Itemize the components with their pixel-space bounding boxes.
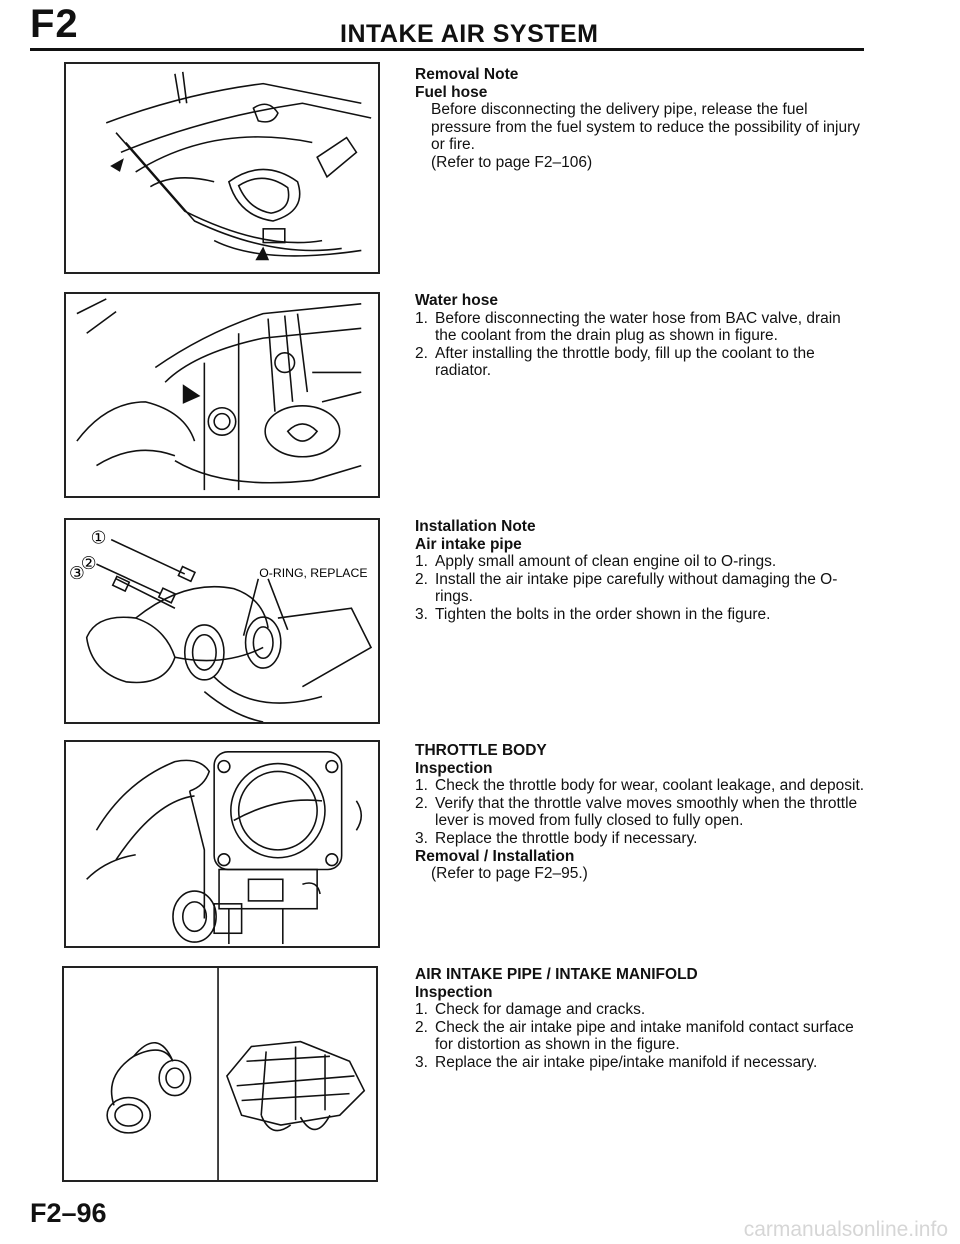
throttle-body-illustration — [86, 751, 363, 945]
item-number: 3. — [415, 605, 428, 623]
air-intake-pipe-illustration: ① ② ③ O-RING, REPLACE — [69, 529, 373, 722]
manifold-inspection-heading: Inspection — [415, 983, 493, 1001]
item-number: 2. — [415, 570, 428, 588]
intake-manifold-block: AIR INTAKE PIPE / INTAKE MANIFOLD Inspec… — [415, 966, 865, 1072]
water-hose-block: Water hose 1. Before disconnecting the wa… — [415, 292, 865, 380]
arrow-icon — [110, 158, 124, 172]
bolt-order-3: ③ — [69, 564, 85, 584]
fuel-hose-illustration — [105, 71, 372, 261]
throttle-body-heading: THROTTLE BODY — [415, 742, 547, 759]
bolt-order-1: ① — [91, 529, 107, 549]
arrow-icon — [182, 384, 201, 404]
page-title: INTAKE AIR SYSTEM — [340, 20, 599, 48]
item-number: 1. — [415, 309, 428, 327]
item-number: 1. — [415, 1001, 428, 1019]
list-item: 3. Tighten the bolts in the order shown i… — [415, 606, 865, 624]
page-number: F2–96 — [30, 1198, 107, 1228]
item-number: 2. — [415, 794, 428, 812]
list-item: 1. Check the throttle body for wear, cool… — [415, 777, 865, 795]
item-text: Tighten the bolts in the order shown in … — [435, 605, 771, 623]
water-hose-illustration — [76, 298, 362, 491]
header-rule — [30, 48, 864, 51]
list-item: 2. Verify that the throttle valve moves s… — [415, 795, 865, 830]
item-text: Apply small amount of clean engine oil t… — [435, 553, 777, 571]
item-text: Verify that the throttle valve moves smo… — [435, 794, 858, 830]
item-number: 1. — [415, 553, 428, 571]
water-hose-heading: Water hose — [415, 292, 498, 309]
list-item: 1. Before disconnecting the water hose fr… — [415, 310, 865, 345]
item-number: 3. — [415, 1053, 428, 1071]
throttle-inspection-heading: Inspection — [415, 759, 493, 777]
item-text: Check the air intake pipe and intake man… — [435, 1018, 854, 1054]
intake-manifold-illustration — [106, 968, 366, 1180]
list-item: 3. Replace the air intake pipe/intake man… — [415, 1054, 865, 1072]
item-number: 1. — [415, 777, 428, 795]
figure-water-hose — [64, 292, 380, 498]
list-item: 3. Replace the throttle body if necessary… — [415, 830, 865, 848]
arrow-icon — [255, 246, 270, 261]
figure-intake-manifold — [62, 966, 378, 1182]
fuel-hose-heading: Fuel hose — [415, 83, 488, 101]
item-text: Check for damage and cracks. — [435, 1001, 646, 1019]
figure-throttle-body — [64, 740, 380, 948]
removal-note-block: Removal Note Fuel hose Before disconnect… — [415, 66, 865, 172]
item-text: After installing the throttle body, fill… — [435, 344, 815, 380]
item-number: 2. — [415, 344, 428, 362]
item-number: 2. — [415, 1018, 428, 1036]
item-text: Install the air intake pipe carefully wi… — [435, 570, 838, 606]
list-item: 2. Install the air intake pipe carefully … — [415, 571, 865, 606]
item-text: Check the throttle body for wear, coolan… — [435, 777, 865, 795]
list-item: 1. Check for damage and cracks. — [415, 1001, 865, 1019]
list-item: 2. Check the air intake pipe and intake m… — [415, 1019, 865, 1054]
fuel-hose-reference: (Refer to page F2–106) — [431, 153, 593, 171]
oring-callout: O-RING, REPLACE — [259, 566, 367, 580]
installation-note-block: Installation Note Air intake pipe 1. Appl… — [415, 518, 865, 624]
removal-installation-reference: (Refer to page F2–95.) — [431, 865, 588, 883]
removal-note-heading: Removal Note — [415, 66, 519, 83]
watermark: carmanualsonline.info — [743, 1218, 948, 1241]
removal-installation-heading: Removal / Installation — [415, 847, 575, 865]
installation-note-heading: Installation Note — [415, 518, 536, 535]
figure-fuel-hose — [64, 62, 380, 274]
item-text: Replace the air intake pipe/intake manif… — [435, 1053, 818, 1071]
figure-air-intake-pipe: ① ② ③ O-RING, REPLACE — [64, 518, 380, 724]
list-item: 2. After installing the throttle body, fi… — [415, 345, 865, 380]
bolt-order-2: ② — [81, 554, 97, 574]
item-number: 3. — [415, 829, 428, 847]
section-code: F2 — [30, 2, 79, 46]
intake-manifold-heading: AIR INTAKE PIPE / INTAKE MANIFOLD — [415, 966, 698, 983]
item-text: Before disconnecting the water hose from… — [435, 309, 841, 345]
fuel-hose-text: Before disconnecting the delivery pipe, … — [431, 101, 861, 154]
throttle-body-block: THROTTLE BODY Inspection 1. Check the thr… — [415, 742, 865, 883]
item-text: Replace the throttle body if necessary. — [435, 829, 698, 847]
air-intake-pipe-heading: Air intake pipe — [415, 535, 522, 553]
list-item: 1. Apply small amount of clean engine oil… — [415, 553, 865, 571]
